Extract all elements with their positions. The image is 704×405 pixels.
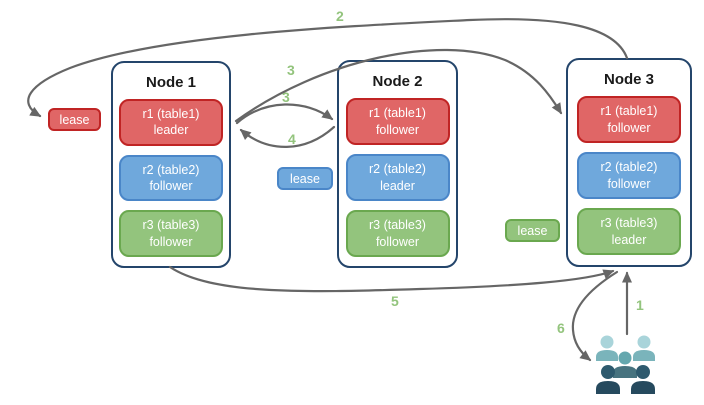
- node-2-replica-r2-leader: r2 (table2) leader: [345, 154, 450, 201]
- replica-line2: follower: [607, 176, 651, 191]
- replica-line2: follower: [149, 234, 193, 249]
- replica-line2: follower: [375, 122, 420, 137]
- step-5-label: 5: [391, 293, 399, 309]
- node-1-replica-r3-follower: r3 (table3) follower: [119, 210, 223, 258]
- node-2-replica-r1-follower: r1 (table1) follower: [345, 98, 450, 145]
- users-group-icon: [596, 335, 655, 394]
- replica-line1: r2 (table2): [142, 162, 200, 177]
- replica-line2: leader: [611, 232, 647, 247]
- arrow-step-3-to-node2: [235, 103, 334, 125]
- step-6-label: 6: [557, 320, 565, 336]
- replica-line2: leader: [153, 123, 189, 138]
- node-1-replica-r2-follower: r2 (table2) follower: [119, 154, 223, 202]
- replica-line2: follower: [607, 120, 651, 135]
- lease-green-label: lease: [505, 219, 560, 242]
- step-1-label: 1: [636, 297, 644, 313]
- replica-line1: r3 (table3): [142, 218, 200, 233]
- step-3-lower-label: 3: [282, 89, 290, 105]
- node-2: Node 2 r1 (table1) follower r2 (table2) …: [337, 60, 458, 268]
- step-2-label: 2: [336, 8, 344, 24]
- replica-line1: r1 (table1): [142, 107, 200, 122]
- arrow-step-5: [168, 265, 615, 293]
- step-4-label: 4: [288, 131, 296, 147]
- replica-line2: leader: [380, 178, 415, 193]
- replica-line1: r1 (table1): [369, 106, 426, 121]
- node-1: Node 1 r1 (table1) leader r2 (table2) fo…: [111, 61, 231, 268]
- replica-line1: r2 (table2): [369, 162, 426, 177]
- arrow-step-6: [571, 270, 619, 362]
- node-3-replica-r2-follower: r2 (table2) follower: [577, 152, 681, 199]
- step-3-upper-label: 3: [287, 62, 295, 78]
- node-3-title: Node 3: [603, 71, 654, 88]
- node-2-title: Node 2: [372, 73, 423, 90]
- node-3-replica-r1-follower: r1 (table1) follower: [577, 96, 681, 143]
- replica-line2: follower: [149, 179, 193, 193]
- replica-line1: r3 (table3): [600, 216, 658, 231]
- node-3: Node 3 r1 (table1) follower r2 (table2) …: [566, 58, 692, 267]
- node-3-replica-r3-leader: r3 (table3) leader: [577, 208, 681, 255]
- lease-red-label: lease: [48, 108, 101, 131]
- replica-line1: r3 (table3): [369, 218, 426, 233]
- replica-line2: follower: [375, 234, 420, 249]
- node-1-title: Node 1: [145, 74, 196, 91]
- replica-line1: r1 (table1): [600, 104, 658, 119]
- node-1-replica-r1-leader: r1 (table1) leader: [119, 99, 223, 146]
- replica-line1: r2 (table2): [600, 160, 658, 175]
- node-2-replica-r3-follower: r3 (table3) follower: [345, 210, 450, 257]
- lease-blue-label: lease: [277, 167, 333, 190]
